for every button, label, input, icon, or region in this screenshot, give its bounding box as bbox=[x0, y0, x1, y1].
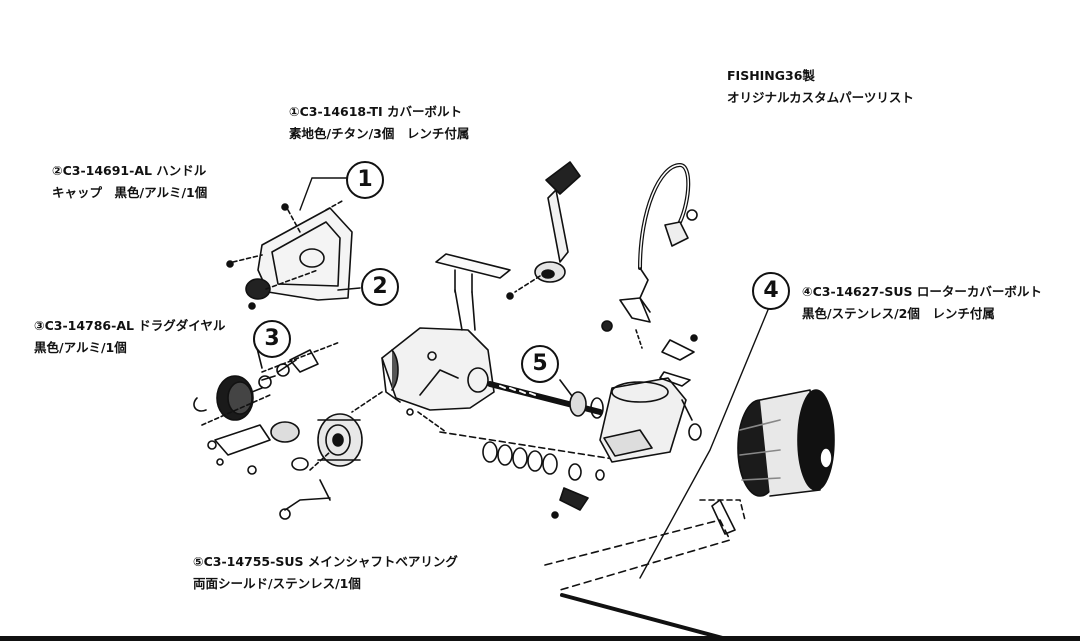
part-2-marker: 2 bbox=[361, 268, 399, 306]
part-4-label: ④C3-14627-SUS ローターカバーボルト 黒色/ステンレス/2個 レンチ… bbox=[802, 281, 1042, 325]
part-2-label: ②C3-14691-AL ハンドル キャップ 黒色/アルミ/1個 bbox=[52, 160, 207, 204]
main-shaft-bearing-part bbox=[559, 379, 604, 419]
lower-left-small-parts bbox=[201, 394, 300, 475]
part-5-label: ⑤C3-14755-SUS メインシャフトベアリング 両面シールド/ステンレス/… bbox=[193, 551, 458, 595]
rotor-cup bbox=[599, 334, 702, 463]
handle-arm bbox=[506, 161, 581, 300]
header-line-2: オリジナルカスタムパーツリスト bbox=[727, 90, 914, 105]
part-1-code-line: ①C3-14618-TI カバーボルト bbox=[289, 104, 463, 119]
bail-wire-assembly bbox=[601, 163, 698, 349]
part-1-label: ①C3-14618-TI カバーボルト 素地色/チタン/3個 レンチ付属 bbox=[289, 101, 469, 145]
part-2-spec-line: キャップ 黒色/アルミ/1個 bbox=[52, 185, 208, 200]
header-line-1: FISHING36製 bbox=[727, 68, 815, 83]
bottom-edge-bar bbox=[0, 636, 1080, 641]
side-cover-plate bbox=[226, 199, 353, 310]
part-4-code-line: ④C3-14627-SUS ローターカバーボルト bbox=[802, 284, 1042, 299]
part-4-spec-line: 黒色/ステンレス/2個 レンチ付属 bbox=[802, 306, 995, 321]
part-3-label: ③C3-14786-AL ドラグダイヤル 黒色/アルミ/1個 bbox=[34, 315, 225, 359]
part-3-spec-line: 黒色/アルミ/1個 bbox=[34, 340, 127, 355]
part-5-spec-line: 両面シールド/ステンレス/1個 bbox=[193, 576, 361, 591]
handle-cap-part bbox=[245, 269, 319, 300]
part-5-marker: 5 bbox=[521, 345, 559, 383]
spool-shaft-guide bbox=[544, 499, 746, 641]
part-4-marker: 4 bbox=[752, 272, 790, 310]
catalog-header: FISHING36製 オリジナルカスタムパーツリスト bbox=[727, 65, 914, 109]
part-3-code-line: ③C3-14786-AL ドラグダイヤル bbox=[34, 318, 226, 333]
part-1-spec-line: 素地色/チタン/3個 レンチ付属 bbox=[289, 126, 470, 141]
part-2-code-line: ②C3-14691-AL ハンドル bbox=[52, 163, 207, 178]
part-1-marker: 1 bbox=[346, 161, 384, 199]
washer-stack bbox=[482, 441, 605, 519]
part-5-code-line: ⑤C3-14755-SUS メインシャフトベアリング bbox=[193, 554, 458, 569]
gear-assembly bbox=[279, 413, 363, 520]
reel-body bbox=[351, 253, 621, 461]
part-3-marker: 3 bbox=[253, 320, 291, 358]
spool bbox=[711, 389, 835, 535]
